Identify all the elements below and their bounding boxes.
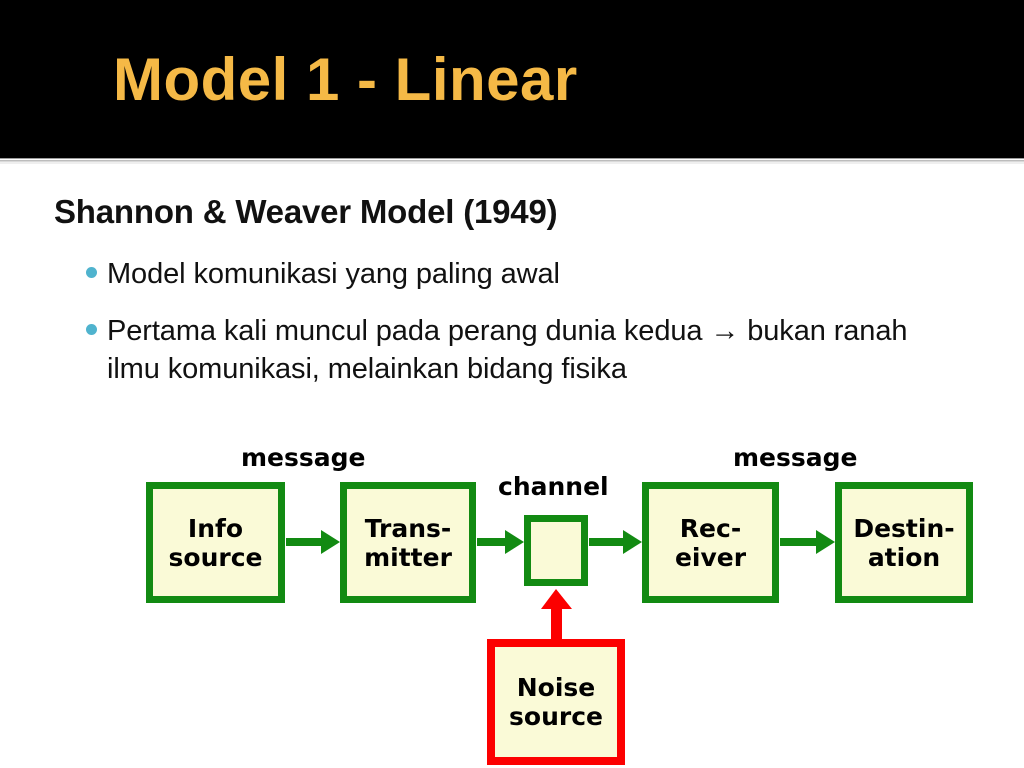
node-label-line1: Rec- [679, 513, 742, 543]
list-item-label: Pertama kali muncul pada perang dunia ke… [107, 315, 908, 386]
arrow-up-icon [541, 589, 572, 639]
section-heading: Shannon & Weaver Model (1949) [54, 193, 558, 230]
bullet-dot-icon [86, 324, 97, 335]
arrow-right-icon [589, 530, 642, 554]
diagram-node-noise-source: Noise source [487, 639, 625, 765]
arrow-head [623, 530, 642, 554]
arrow-shaft [589, 538, 624, 546]
arrow-shaft [286, 538, 322, 546]
diagram-node-receiver: Rec- eiver [642, 482, 779, 603]
node-label-line1: Destin- [853, 513, 955, 543]
diagram-label-message-right: message [733, 443, 858, 472]
arrow-shaft [477, 538, 506, 546]
list-item: Pertama kali muncul pada perang dunia ke… [86, 312, 936, 389]
node-label-line1: Info [187, 513, 244, 543]
page-title: Model 1 - Linear [113, 46, 578, 113]
arrow-shaft [551, 603, 562, 639]
arrow-head [816, 530, 835, 554]
arrow-head [321, 530, 340, 554]
list-item: Model komunikasi yang paling awal [86, 255, 946, 293]
diagram-node-transmitter: Trans- mitter [340, 482, 476, 603]
arrow-head [541, 589, 572, 609]
node-label-line1: Noise [516, 673, 596, 702]
list-item-label: Model komunikasi yang paling awal [107, 258, 560, 290]
node-label-line2: source [168, 542, 263, 572]
arrow-right-icon [477, 530, 524, 554]
diagram-node-channel [524, 515, 588, 586]
node-label-line2: source [509, 702, 603, 731]
node-label-line2: mitter [364, 542, 452, 572]
diagram-label-channel: channel [498, 472, 609, 501]
title-divider [0, 158, 1024, 167]
diagram-label-message-left: message [241, 443, 366, 472]
bullet-dot-icon [86, 267, 97, 278]
node-label-line1: Trans- [364, 513, 452, 543]
title-band: Model 1 - Linear [0, 0, 1024, 158]
arrow-shaft [780, 538, 817, 546]
arrow-right-icon [286, 530, 340, 554]
node-label-line2: ation [867, 542, 941, 572]
slide-body: Shannon & Weaver Model (1949) Model komu… [0, 167, 1024, 768]
arrow-right-icon [780, 530, 835, 554]
node-label-line2: eiver [674, 542, 747, 572]
arrow-head [505, 530, 524, 554]
diagram-node-info-source: Info source [146, 482, 285, 603]
diagram-node-destination: Destin- ation [835, 482, 973, 603]
